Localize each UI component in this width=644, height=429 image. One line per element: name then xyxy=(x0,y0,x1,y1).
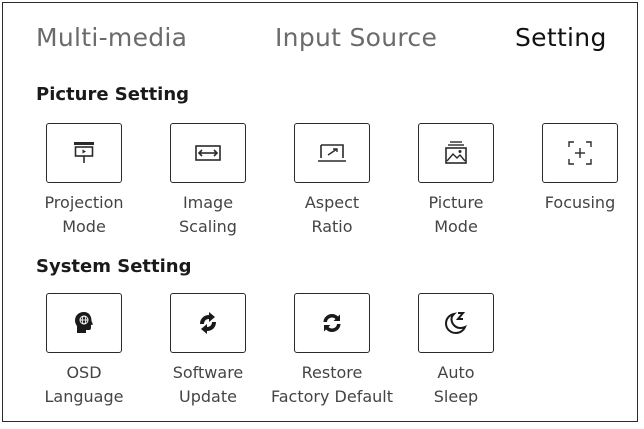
focusing-icon xyxy=(566,139,594,167)
projection-mode-label: Projection Mode xyxy=(44,193,124,236)
software-update-label: Software Update xyxy=(172,363,244,406)
image-scaling-label: Image Scaling xyxy=(179,193,237,236)
top-tab-bar: Multi-media Input Source Setting xyxy=(3,3,637,83)
restore-factory-default-label: Restore Factory Default xyxy=(271,363,393,406)
picture-mode-label: Picture Mode xyxy=(428,193,484,236)
picture-mode-icon xyxy=(443,139,469,167)
auto-sleep-icon xyxy=(442,309,470,337)
software-update-button[interactable] xyxy=(170,293,246,353)
focusing-button[interactable] xyxy=(542,123,618,183)
system-setting-heading: System Setting xyxy=(36,256,192,277)
picture-mode-button[interactable] xyxy=(418,123,494,183)
auto-sleep-label: Auto Sleep xyxy=(433,363,479,406)
projection-mode-icon xyxy=(71,140,97,166)
aspect-ratio-button[interactable] xyxy=(294,123,370,183)
aspect-ratio-label: Aspect Ratio xyxy=(304,193,360,236)
settings-panel: Multi-media Input Source Setting Picture… xyxy=(2,2,638,422)
osd-language-button[interactable] xyxy=(46,293,122,353)
aspect-ratio-icon xyxy=(316,141,348,165)
picture-setting-heading: Picture Setting xyxy=(36,84,190,105)
osd-language-label: OSD Language xyxy=(44,363,124,406)
osd-language-icon xyxy=(72,310,96,336)
tab-input-source[interactable]: Input Source xyxy=(275,23,438,52)
projection-mode-button[interactable] xyxy=(46,123,122,183)
tab-multi-media[interactable]: Multi-media xyxy=(36,23,188,52)
restore-factory-default-button[interactable] xyxy=(294,293,370,353)
software-update-icon xyxy=(195,310,221,336)
tab-setting[interactable]: Setting xyxy=(515,23,607,52)
focusing-label: Focusing xyxy=(544,193,616,212)
image-scaling-button[interactable] xyxy=(170,123,246,183)
image-scaling-icon xyxy=(194,142,222,164)
restore-factory-default-icon xyxy=(319,310,345,336)
auto-sleep-button[interactable] xyxy=(418,293,494,353)
